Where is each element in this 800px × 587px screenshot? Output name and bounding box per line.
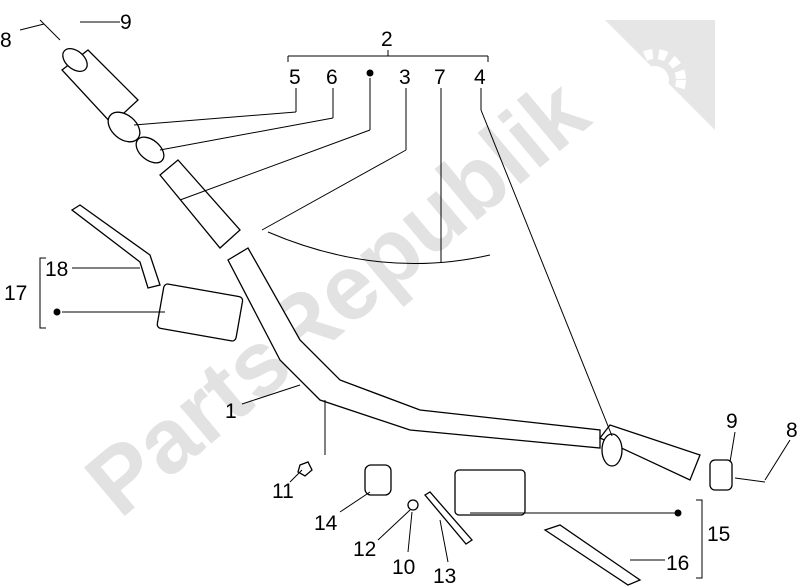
callout-6: 6: [326, 66, 338, 89]
nut: [297, 461, 313, 477]
right-grip: [598, 424, 766, 491]
callout-7: 7: [434, 66, 446, 89]
callout-9-left: 9: [120, 11, 132, 34]
group-17-bracket: [39, 257, 46, 329]
callout-18: 18: [45, 258, 68, 281]
callout-10: 10: [392, 556, 415, 579]
callout-8-left: 8: [0, 29, 12, 52]
watermark-text: PartsRepublik: [67, 59, 607, 535]
dot-marker-group-15: [674, 509, 682, 517]
callout-11: 11: [272, 480, 294, 503]
dot-marker-group-17: [53, 308, 61, 316]
right-brake-lever: [543, 524, 642, 586]
group-15-bracket: [696, 499, 703, 579]
handlebar: [227, 247, 601, 449]
bolt: [424, 491, 473, 545]
callout-2: 2: [381, 28, 393, 51]
gear-icon: [605, 20, 715, 130]
callout-8-right: 8: [786, 419, 798, 442]
callout-15: 15: [707, 523, 730, 546]
right-master-cylinder: [454, 469, 526, 516]
left-master-cylinder: [156, 283, 244, 342]
callout-9-right: 9: [726, 410, 738, 433]
group-2-bracket: [287, 50, 489, 62]
callout-16: 16: [666, 552, 689, 575]
callout-1: 1: [225, 400, 237, 423]
callout-12: 12: [353, 538, 376, 561]
left-grip: [39, 19, 165, 164]
left-brake-lever: [70, 204, 161, 289]
dot-marker-group-2: [366, 69, 374, 77]
callout-4: 4: [474, 66, 486, 89]
callout-5: 5: [289, 66, 301, 89]
callout-3: 3: [399, 66, 411, 89]
clamp: [364, 464, 392, 496]
leader-lines: [19, 21, 791, 563]
throttle-cable: [267, 231, 491, 264]
throttle-tube: [159, 159, 241, 249]
callout-14: 14: [314, 512, 338, 535]
callout-17: 17: [4, 282, 27, 305]
washer: [407, 499, 419, 511]
callout-13: 13: [433, 565, 456, 587]
